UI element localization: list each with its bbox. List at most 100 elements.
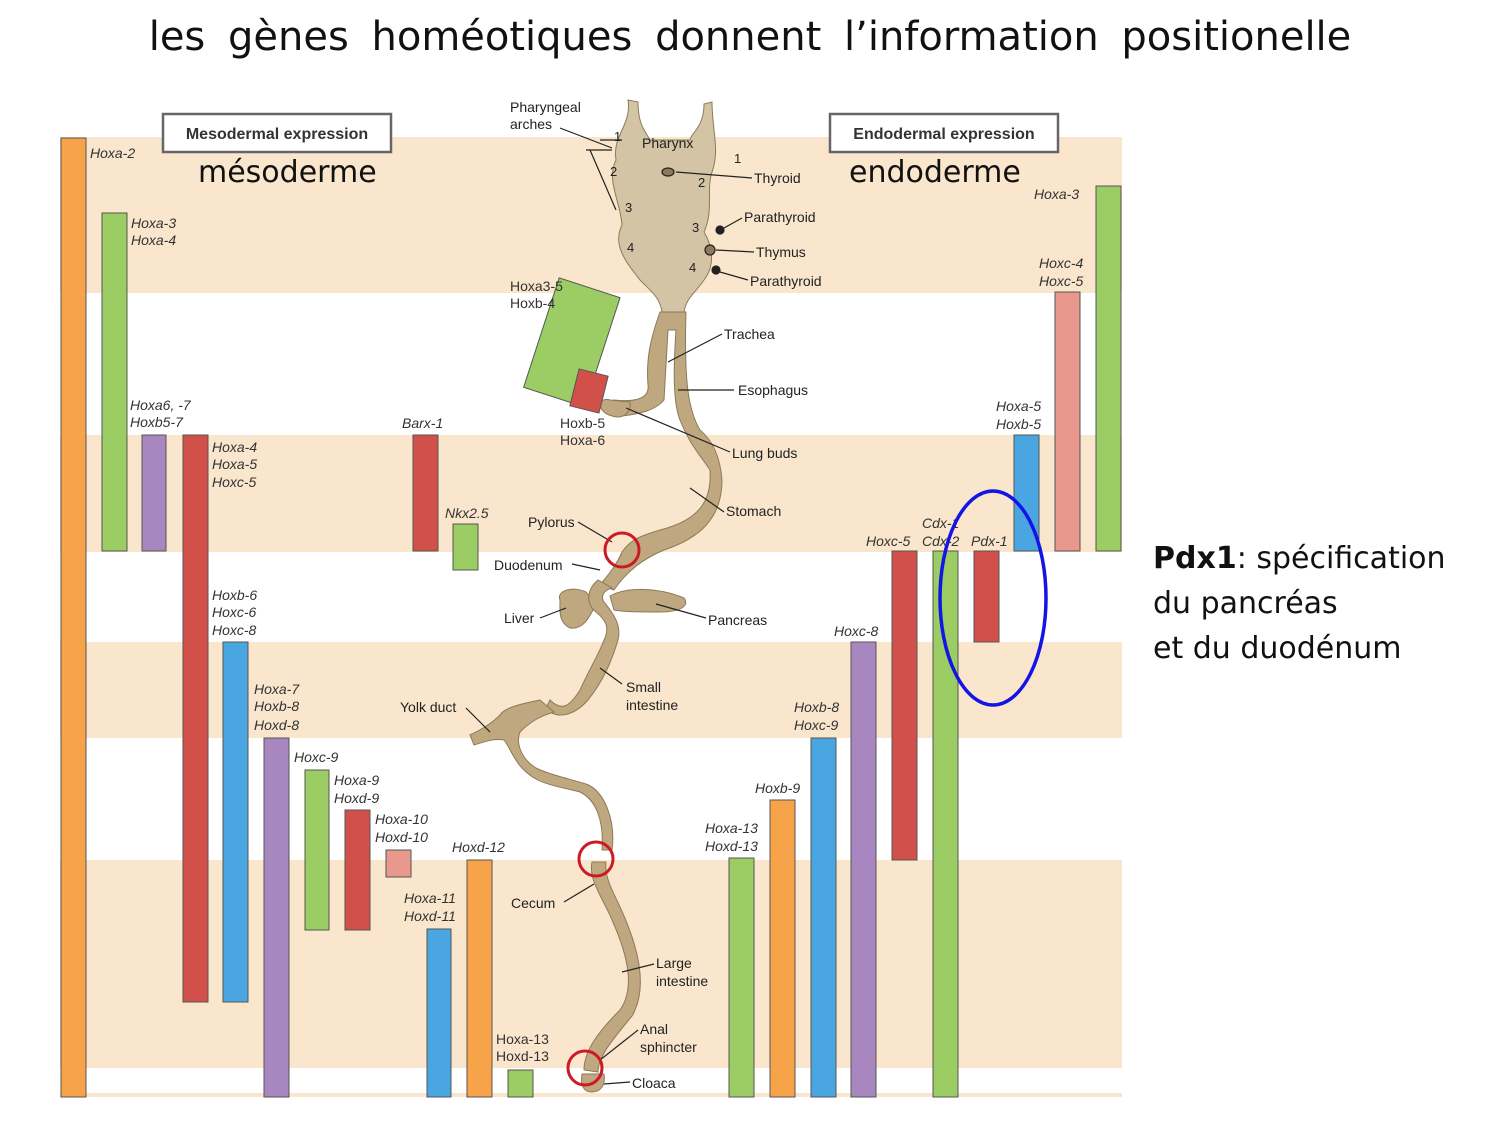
liver	[558, 588, 597, 629]
gene-label: Hoxb-6	[212, 587, 257, 603]
gene-label: Hoxb-8	[254, 698, 299, 714]
bar-pdx-1	[973, 550, 1000, 643]
mesodermal-expression-header: Mesodermal expression	[161, 112, 393, 154]
svg-text:1: 1	[614, 129, 621, 144]
gene-label: Hoxc-9	[294, 749, 339, 765]
endoderme-label: endoderme	[849, 155, 1021, 190]
pdx1-note: Pdx1: spécification du pancréas et du du…	[1153, 536, 1446, 671]
svg-text:4: 4	[689, 260, 696, 275]
svg-text:2: 2	[610, 164, 617, 179]
bar-hoxa-10-hoxd-10	[385, 849, 412, 878]
bar-hoxc-5-right	[891, 550, 918, 861]
gene-label: Hoxa6, -7	[130, 397, 192, 413]
bar-hoxb-9	[769, 799, 796, 1098]
label-pharyngeal: Pharyngeal	[510, 99, 581, 115]
gene-label: Hoxa-13	[705, 820, 758, 836]
gene-label: Hoxb-5	[996, 416, 1041, 432]
expression-bars	[60, 137, 1122, 1098]
pdx1-gene-name: Pdx1	[1153, 541, 1237, 576]
gene-label: Hoxc-8	[212, 622, 257, 638]
svg-text:1: 1	[734, 151, 741, 166]
cecum-circle	[577, 840, 615, 878]
label-parathyroid-lower: Parathyroid	[750, 273, 822, 289]
gene-label: Cdx-1	[922, 515, 959, 531]
mesodermal-expression-label: Mesodermal expression	[186, 126, 368, 143]
bar-hoxa-9-hoxd-9	[344, 809, 371, 931]
bar-nkx2-5	[452, 523, 479, 571]
gene-label: Hoxb5-7	[130, 414, 184, 430]
endodermal-expression-label: Endodermal expression	[853, 126, 1034, 143]
gene-label: Hoxc-5	[1039, 273, 1084, 289]
gene-label: Hoxa-5	[996, 398, 1041, 414]
bar-hoxb-6-hoxc-6-8	[222, 641, 249, 1003]
label-thyroid: Thyroid	[754, 170, 801, 186]
bar-hoxa-2	[60, 137, 87, 1098]
gene-label: Hoxc-6	[212, 604, 257, 620]
parathyroid-dot-upper	[715, 225, 725, 235]
gene-label: Hoxa-10	[375, 811, 428, 827]
gene-label: Hoxa-3	[1034, 186, 1079, 202]
gene-label: Hoxa-13	[496, 1031, 549, 1047]
pdx1-note-line2: du pancréas	[1153, 586, 1338, 621]
svg-text:4: 4	[627, 240, 634, 255]
bar-hoxd-12	[466, 859, 493, 1098]
bar-hoxc-8-right	[850, 641, 877, 1098]
bar-hoxa6-7-hoxb5-7	[141, 434, 167, 552]
thyroid-bud	[661, 167, 675, 177]
bar-hoxa-11-hoxd-11	[426, 928, 452, 1098]
parathyroid-dot-lower	[711, 265, 721, 275]
svg-text:2: 2	[698, 175, 705, 190]
gene-label: Barx-1	[402, 415, 443, 431]
svg-text:3: 3	[625, 200, 632, 215]
bar-hoxa-7-hoxb-8-hoxd-8	[263, 737, 290, 1098]
pdx1-highlight-ellipse	[938, 489, 1048, 707]
label-pancreas: Pancreas	[708, 612, 767, 628]
pylorus-circle	[603, 531, 641, 569]
gene-label: Hoxd-12	[452, 839, 505, 855]
gene-label: Hoxa-4	[212, 439, 257, 455]
label-stomach: Stomach	[726, 503, 781, 519]
pdx1-note-line3: et du duodénum	[1153, 631, 1402, 666]
gene-label: Hoxa-3	[131, 215, 176, 231]
label-parathyroid-upper: Parathyroid	[744, 209, 816, 225]
gene-label: Hoxa-2	[90, 145, 135, 161]
gene-label: Hoxa-9	[334, 772, 379, 788]
bar-hoxa3-5-hoxb-4	[523, 277, 621, 408]
pancreas	[609, 588, 687, 613]
bar-hoxa-13-hoxd-13-mid	[507, 1069, 534, 1098]
bar-barx-1	[412, 434, 439, 552]
bar-hoxc-4-5	[1054, 291, 1081, 552]
gene-label: Hoxd-13	[705, 838, 758, 854]
thymus-dot	[704, 244, 716, 256]
label-lung-buds: Lung buds	[732, 445, 797, 461]
gene-label: Hoxd-9	[334, 790, 379, 806]
band-cecum	[60, 860, 1122, 1068]
label-cecum: Cecum	[511, 895, 555, 911]
label-yolk-duct: Yolk duct	[400, 699, 456, 715]
bar-cdx-1-cdx-2	[932, 550, 959, 1098]
label-small: Small	[626, 679, 661, 695]
gut-tube	[469, 99, 723, 1093]
gene-labels: Hoxa-2 Hoxa-3 Hoxa-4 Hoxa6, -7 Hoxb5-7 H…	[90, 145, 1084, 1064]
gene-label: Hoxd-11	[404, 908, 456, 924]
gene-label: Hoxa-6	[560, 432, 605, 448]
gene-label: Hoxb-8	[794, 699, 839, 715]
gene-label: Hoxc-9	[794, 717, 839, 733]
arch-numbers: 1 2 3 4 1 2 3 4	[610, 129, 741, 275]
gene-label: Hoxd-8	[254, 717, 299, 733]
cloaca-circle	[566, 1049, 604, 1087]
label-duodenum: Duodenum	[494, 557, 563, 573]
gene-label: Hoxc-5	[212, 474, 257, 490]
anatomy-labels: Pharyngeal arches Pharynx Thyroid Parath…	[400, 99, 822, 1091]
gene-label: Hoxa3-5	[510, 278, 563, 294]
label-thymus: Thymus	[756, 244, 806, 260]
gene-label: Hoxb-9	[755, 780, 800, 796]
gene-label: Hoxa-11	[404, 890, 456, 906]
label-anal: Anal	[640, 1021, 668, 1037]
gene-label: Hoxd-13	[496, 1048, 549, 1064]
band-pharyngeal	[60, 137, 1122, 293]
label-sphincter: sphincter	[640, 1039, 697, 1055]
mesoderme-label: mésoderme	[198, 155, 377, 190]
gene-label: Hoxd-10	[375, 829, 428, 845]
